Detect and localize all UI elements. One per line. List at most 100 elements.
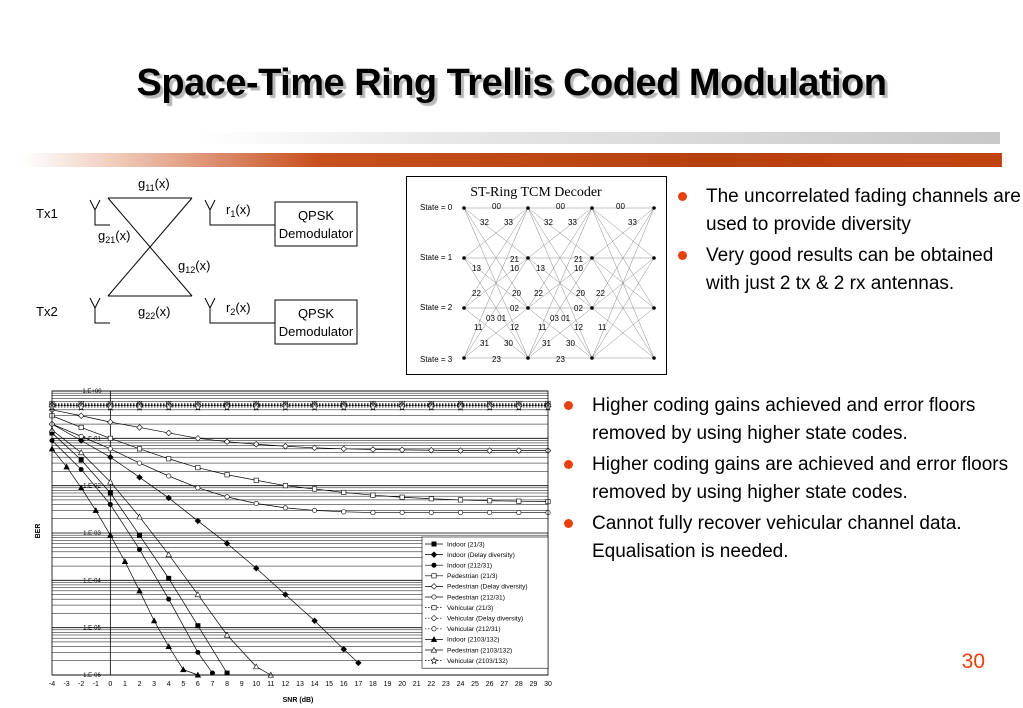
branch-label: 31 [542, 339, 551, 348]
data-point [428, 510, 434, 516]
legend-entry: Indoor (2103/132) [425, 636, 499, 644]
data-point [282, 505, 288, 511]
svg-text:r2(x): r2(x) [226, 300, 251, 317]
data-point [431, 605, 437, 611]
data-point [106, 403, 115, 411]
trellis-branch [591, 207, 655, 309]
data-point [431, 562, 437, 568]
data-point [340, 403, 348, 411]
data-point [253, 663, 260, 670]
data-point [107, 478, 114, 485]
data-point [223, 540, 231, 547]
legend-entry: Indoor (212/31) [425, 563, 492, 570]
data-point [224, 472, 230, 478]
x-tick-label: 22 [427, 681, 435, 688]
data-point [194, 403, 202, 411]
data-point [252, 403, 260, 411]
trellis-branch [527, 207, 593, 309]
tx2-label: Tx2 [36, 304, 58, 319]
state-2-label: State = 2 [420, 303, 453, 312]
legend-label: Pedestrian (21/3) [447, 573, 498, 580]
data-point [137, 446, 143, 452]
trellis-node [652, 356, 656, 360]
data-point [355, 659, 362, 667]
data-point [78, 433, 84, 439]
data-point [224, 494, 230, 500]
trellis-node [652, 256, 656, 260]
data-point [430, 583, 438, 590]
series-line [48, 445, 202, 678]
data-point [195, 485, 201, 491]
legend-entry: Pedestrian (212/31) [425, 594, 505, 601]
trellis-node [652, 206, 656, 210]
legend-label: Pedestrian (Delay diversity) [447, 584, 528, 591]
slide-title: Space-Time Ring Trellis Coded Modulation [136, 62, 887, 104]
data-point [107, 418, 114, 426]
x-tick-label: 28 [515, 681, 523, 688]
data-point [63, 463, 70, 470]
data-point [166, 456, 172, 462]
branch-label: 03 01 [486, 314, 507, 323]
data-point [340, 445, 347, 453]
data-point [107, 531, 114, 538]
bullet-item: The uncorrelated fading channels are use… [676, 183, 1023, 239]
branch-label: 13 [472, 264, 481, 273]
data-point [223, 438, 231, 445]
trellis-node [590, 306, 594, 310]
branch-label: 32 [480, 218, 489, 227]
g21-sub: 21 [105, 235, 115, 245]
demod2-line2: Demodulator [279, 324, 354, 339]
data-point [224, 670, 230, 676]
y-tick-label: 1.E-04 [83, 578, 101, 584]
data-point [166, 473, 172, 479]
data-point [165, 494, 172, 502]
x-tick-label: 2 [138, 681, 142, 688]
x-tick-label: 8 [225, 681, 229, 688]
trellis-branch [463, 207, 529, 259]
branch-label: 20 [512, 289, 521, 298]
trellis-node [526, 356, 530, 360]
y-axis-label: BER [35, 524, 42, 539]
trellis-branch [463, 257, 529, 359]
data-point [457, 497, 463, 503]
channel-diagram: Tx1 Tx2 g11(x) g21(x) g12(x) g22(x) r1(x… [36, 176, 358, 345]
trellis-node [462, 306, 466, 310]
branch-label: 00 [616, 202, 625, 211]
data-point [430, 656, 438, 665]
trellis-title: ST-Ring TCM Decoder [470, 185, 602, 200]
trellis-branch [527, 207, 593, 259]
y-tick-label: 1.E-05 [83, 626, 101, 632]
demod2-line1: QPSK [298, 306, 334, 321]
data-point [165, 403, 173, 411]
data-point [136, 474, 143, 481]
legend-label: Vehicular (Delay diversity) [447, 616, 523, 623]
data-point [281, 403, 290, 411]
x-tick-label: 27 [500, 681, 508, 688]
trellis-node [526, 306, 530, 310]
trellis-branch [463, 207, 529, 359]
branch-label: 02 [510, 304, 519, 313]
x-tick-label: 9 [240, 681, 244, 688]
x-tick-label: 4 [167, 681, 171, 688]
trellis-branch [591, 257, 655, 359]
g12-sub: 12 [185, 265, 195, 275]
bullets-bottom: Higher coding gains achieved and error f… [562, 392, 1023, 569]
x-tick-label: 1 [123, 681, 127, 688]
ber-chart: 1.E-061.E-051.E-041.E-031.E-021.E-011.E+… [30, 383, 560, 705]
data-point [369, 446, 377, 453]
data-point [107, 453, 114, 461]
data-point [253, 500, 259, 506]
data-point [107, 502, 113, 508]
data-point [137, 546, 143, 552]
data-point [77, 412, 85, 419]
x-tick-label: 13 [296, 681, 304, 688]
x-tick-label: 30 [544, 681, 552, 688]
trellis-node [462, 256, 466, 260]
branch-label: 21 [510, 255, 519, 264]
data-point [430, 646, 438, 653]
x-tick-label: -4 [49, 681, 55, 688]
data-point [107, 446, 113, 452]
data-point [180, 666, 187, 673]
data-point [398, 403, 406, 411]
plot-frame [51, 390, 549, 676]
